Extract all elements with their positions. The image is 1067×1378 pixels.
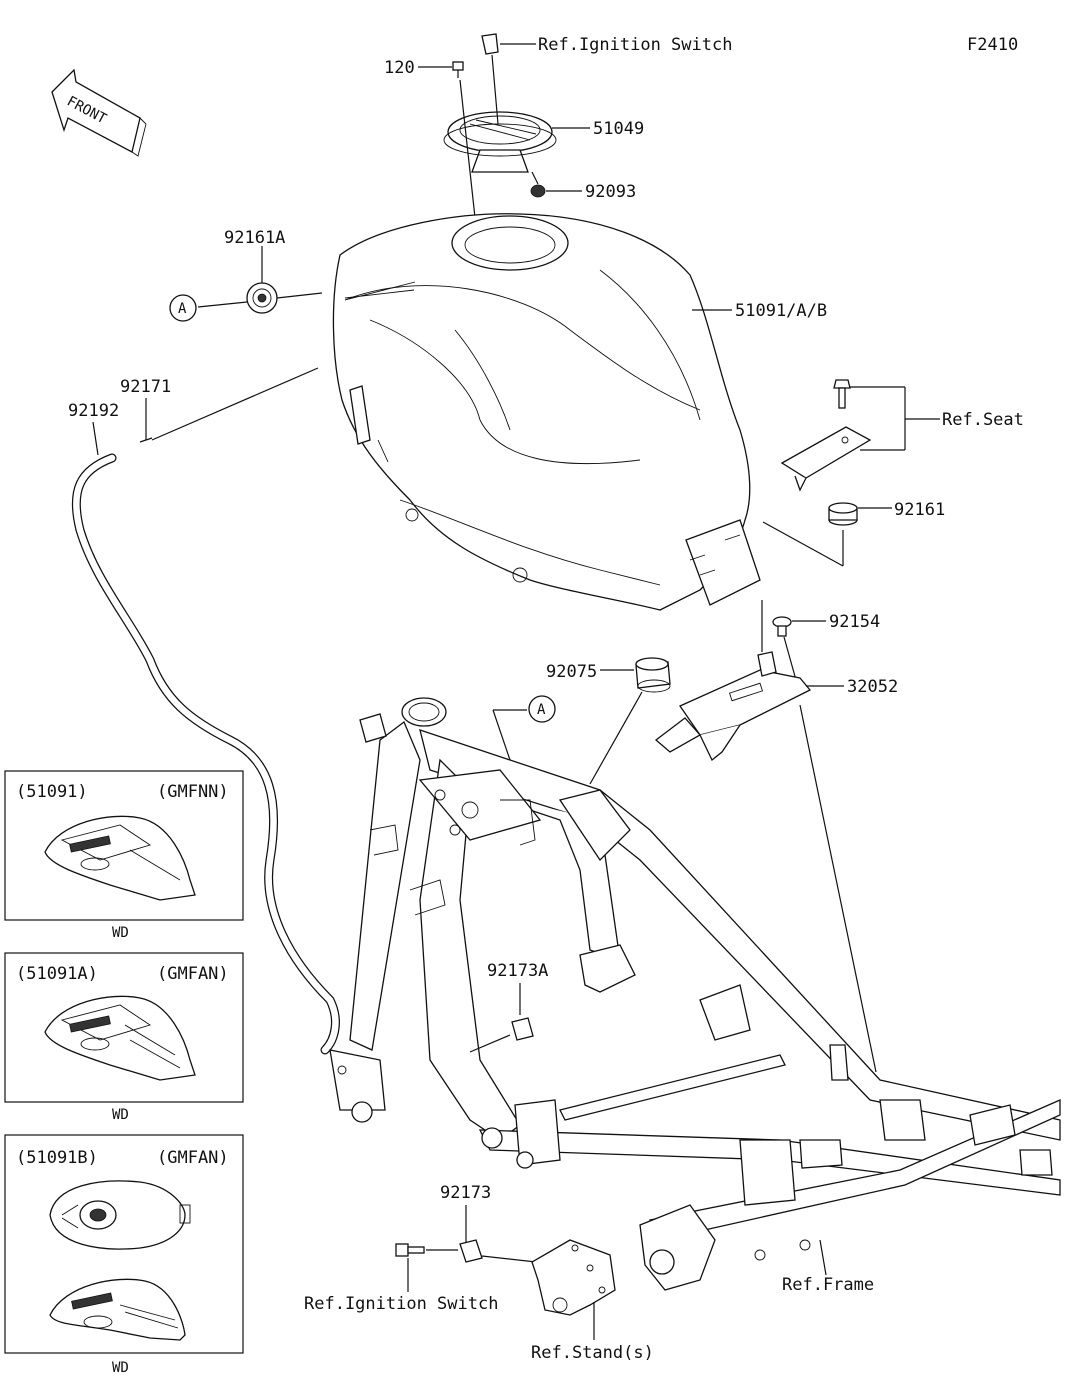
damper-92075-icon: [635, 657, 671, 693]
diagram-code: F2410: [967, 35, 1018, 55]
breather-tube-92192: [71, 453, 340, 1055]
tank-side-view: [44, 815, 196, 901]
label-ref-ignition-switch-top: Ref.Ignition Switch: [538, 35, 732, 55]
tank-side-view: [44, 995, 196, 1081]
label-ref-seat: Ref.Seat: [942, 410, 1024, 430]
damper-92161a-icon: [246, 282, 278, 314]
variant-box-51091: (51091) (GMFNN) WD: [4, 770, 244, 941]
svg-text:A: A: [178, 301, 187, 317]
damper-92161-icon: [828, 502, 858, 526]
variant-box-51091b: (51091B) (GMFAN) WD: [4, 1134, 244, 1376]
variant-code: (GMFAN): [157, 964, 229, 984]
variant-caption: WD: [112, 925, 129, 941]
variant-code: (GMFAN): [157, 1148, 229, 1168]
label-92161: 92161: [894, 500, 945, 520]
marker-a-frame: A: [528, 695, 556, 723]
front-arrow-icon: FRONT: [51, 68, 147, 157]
label-92075: 92075: [546, 662, 597, 682]
variant-code: (GMFNN): [157, 782, 229, 802]
label-92161a: 92161A: [224, 228, 285, 248]
clip-92171-icon: [139, 437, 153, 443]
ignition-cylinder-icon: [481, 33, 499, 55]
variant-box-51091a: (51091A) (GMFAN) WD: [4, 952, 244, 1123]
bracket-32052: [654, 651, 812, 762]
label-ref-ignition-switch-bottom: Ref.Ignition Switch: [304, 1294, 498, 1314]
fuel-cap-assembly: [443, 111, 557, 173]
motorcycle-frame: [329, 697, 1061, 1291]
stand-bracket: [531, 1239, 616, 1316]
label-92173: 92173: [440, 1183, 491, 1203]
label-92171: 92171: [120, 377, 171, 397]
bolt-92154-icon: [772, 616, 792, 637]
variant-part: (51091): [16, 782, 88, 802]
label-120: 120: [384, 58, 415, 78]
clip-92173a-icon: [511, 1017, 534, 1041]
label-51091-a-b: 51091/A/B: [735, 301, 827, 321]
fuel-tank: [332, 213, 761, 611]
variant-part: (51091A): [16, 964, 98, 984]
label-92173a: 92173A: [487, 961, 548, 981]
variant-part: (51091B): [16, 1148, 98, 1168]
variant-caption: WD: [112, 1360, 129, 1376]
clip-92173-icon: [459, 1239, 483, 1263]
label-ref-stands: Ref.Stand(s): [531, 1343, 654, 1363]
label-32052: 32052: [847, 677, 898, 697]
tank-top-view: [49, 1180, 191, 1250]
label-92093: 92093: [585, 182, 636, 202]
label-51049: 51049: [593, 119, 644, 139]
svg-text:A: A: [537, 702, 546, 718]
seat-bracket-icon: [780, 426, 872, 492]
grommet-92093-icon: [530, 184, 546, 198]
bolt-120-icon: [452, 61, 464, 78]
label-ref-frame: Ref.Frame: [782, 1275, 874, 1295]
label-92192: 92192: [68, 401, 119, 421]
seat-bolt-icon: [833, 379, 851, 409]
label-92154: 92154: [829, 612, 880, 632]
variant-caption: WD: [112, 1107, 129, 1123]
ignition-bolt-icon: [395, 1243, 425, 1257]
marker-a-left: A: [169, 294, 197, 322]
tank-side-view: [49, 1278, 186, 1341]
